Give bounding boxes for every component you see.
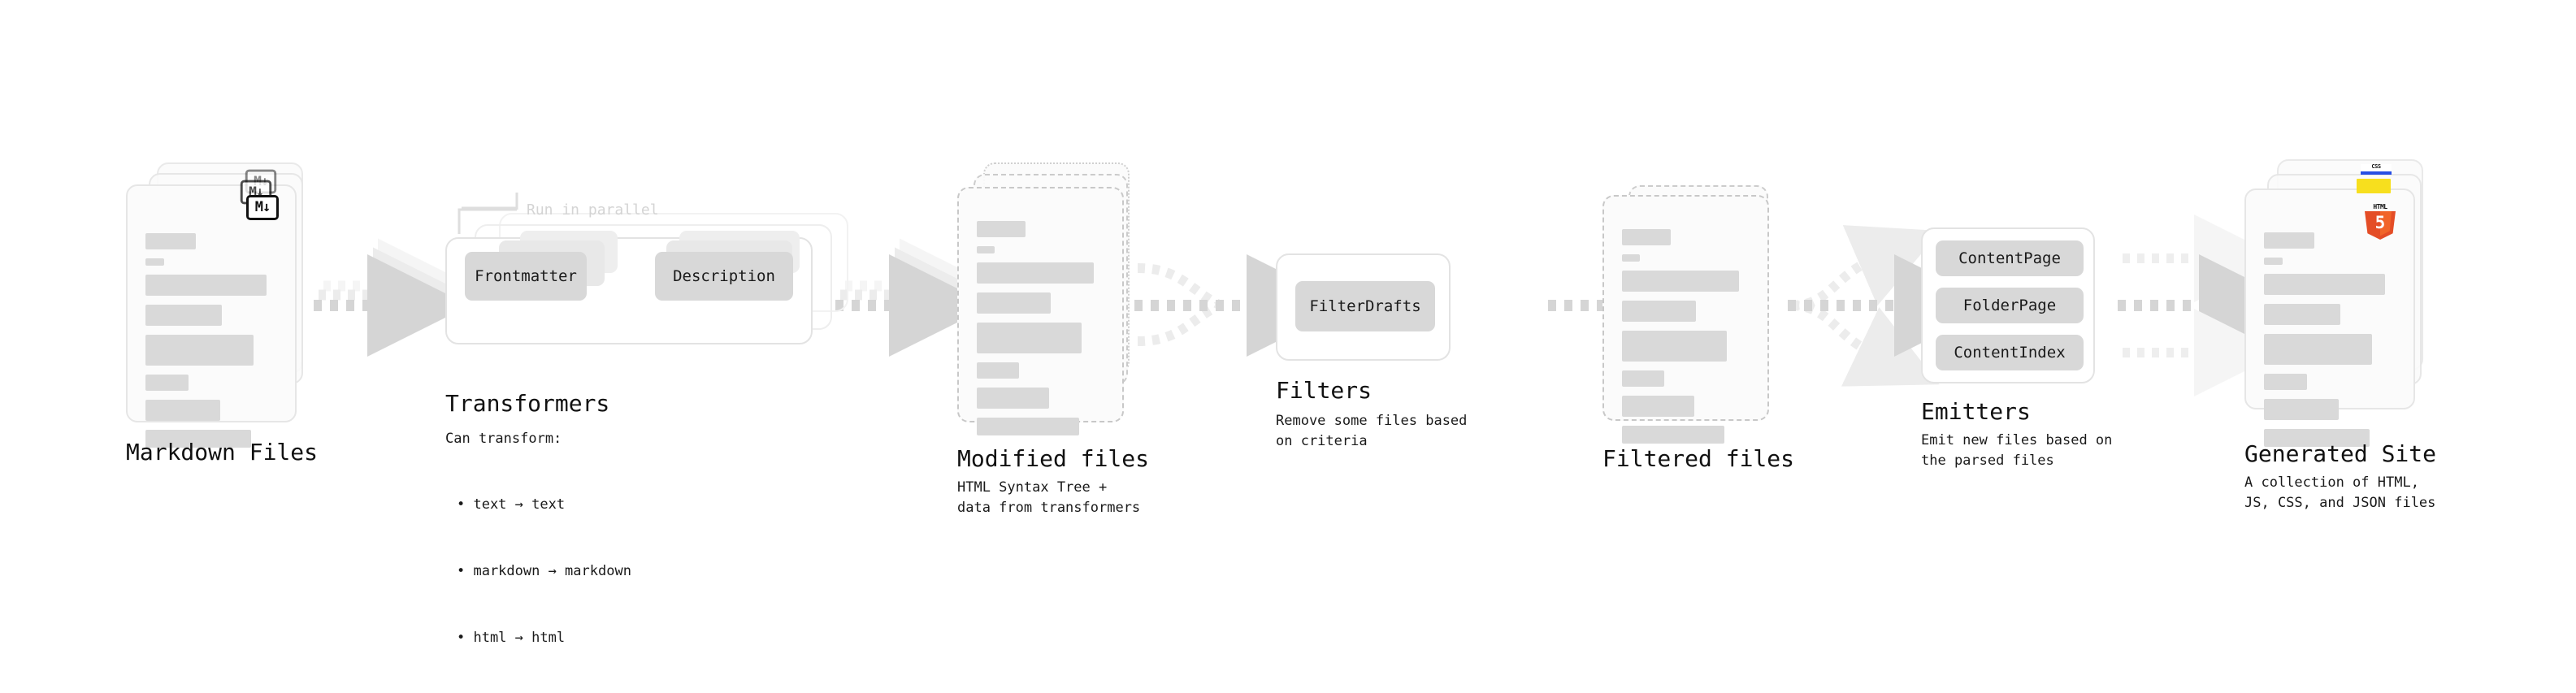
doc-content-lines [2264, 232, 2396, 456]
transformer-chip-frontmatter-label: Frontmatter [475, 267, 577, 285]
transformers-title: Transformers [445, 390, 610, 417]
filtered-file-front [1602, 195, 1769, 444]
modified-files-title: Modified files [957, 445, 1150, 472]
emitter-chip-folderpage[interactable]: FolderPage [1936, 288, 2084, 323]
markdown-badge-front: M↓ [246, 195, 279, 220]
modified-files-subtitle: HTML Syntax Tree + data from transformer… [957, 479, 1141, 516]
modified-files-stack [957, 162, 1140, 435]
doc-content-lines [977, 221, 1104, 444]
doc-content-lines [1622, 229, 1750, 453]
filter-chip-filterdrafts[interactable]: FilterDrafts [1295, 281, 1435, 331]
css-badge: CSS [2361, 163, 2392, 175]
emitter-chip-contentpage-label: ContentPage [1958, 249, 2061, 267]
doc-content-lines [145, 233, 277, 457]
filtered-files-stack [1602, 185, 1785, 444]
html5-badge: HTML 5 [2365, 203, 2396, 240]
css-badge-bar [2361, 171, 2392, 175]
transformers-bullet-1: • markdown → markdown [457, 562, 631, 579]
html5-badge-number: 5 [2374, 213, 2386, 232]
html5-badge-shield-inner [2380, 211, 2392, 236]
filters-group: FilterDrafts [1276, 253, 1451, 361]
connector-modified-to-filters [1134, 254, 1349, 357]
markdown-file-front [126, 184, 297, 448]
filtered-files-title: Filtered files [1602, 445, 1795, 472]
transformers-bullets: • text → text • markdown → markdown • ht… [457, 450, 631, 693]
generated-site-title: Generated Site [2244, 440, 2437, 467]
modified-file-front [957, 187, 1124, 435]
html5-badge-wordmark: HTML [2373, 203, 2387, 210]
filters-subtitle: Remove some files based on criteria [1276, 413, 1468, 449]
transformers-stack: Frontmatter Description [445, 213, 860, 359]
transformer-chip-description-label: Description [673, 267, 775, 285]
markdown-files-title: Markdown Files [126, 439, 319, 466]
emitters-group: ContentPage FolderPage ContentIndex [1921, 227, 2095, 383]
generated-site-subtitle: A collection of HTML, JS, CSS, and JSON … [2244, 474, 2436, 511]
js-badge [2357, 179, 2391, 193]
generated-site-stack: CSS HTML 5 [2244, 159, 2439, 447]
transformer-chip-frontmatter[interactable]: Frontmatter [465, 252, 587, 301]
markdown-files-stack: M↓ M↓ M↓ [126, 162, 309, 448]
emitter-chip-contentpage[interactable]: ContentPage [1936, 240, 2084, 276]
run-in-parallel-note: Run in parallel [527, 201, 659, 219]
emitter-chip-folderpage-label: FolderPage [1962, 297, 2057, 314]
transformer-chip-description[interactable]: Description [655, 252, 793, 301]
connector-filtered-to-emitters [1788, 225, 1997, 387]
css-badge-label: CSS [2371, 163, 2381, 170]
transformers-bullet-0: • text → text [457, 496, 566, 513]
emitters-title: Emitters [1921, 398, 2031, 425]
transformers-subtitle: Can transform: [445, 431, 562, 447]
transformers-bullet-2: • html → html [457, 629, 566, 646]
connector-emitters-to-site [2118, 214, 2301, 396]
filters-title: Filters [1276, 377, 1373, 404]
markdown-badge-glyph: M↓ [254, 199, 271, 215]
filter-chip-filterdrafts-label: FilterDrafts [1309, 297, 1421, 315]
connector-markdown-to-transformers [314, 238, 473, 357]
emitters-subtitle: Emit new files based on the parsed files [1921, 432, 2113, 469]
emitter-chip-contentindex-label: ContentIndex [1954, 344, 2066, 362]
emitter-chip-contentindex[interactable]: ContentIndex [1936, 335, 2084, 370]
